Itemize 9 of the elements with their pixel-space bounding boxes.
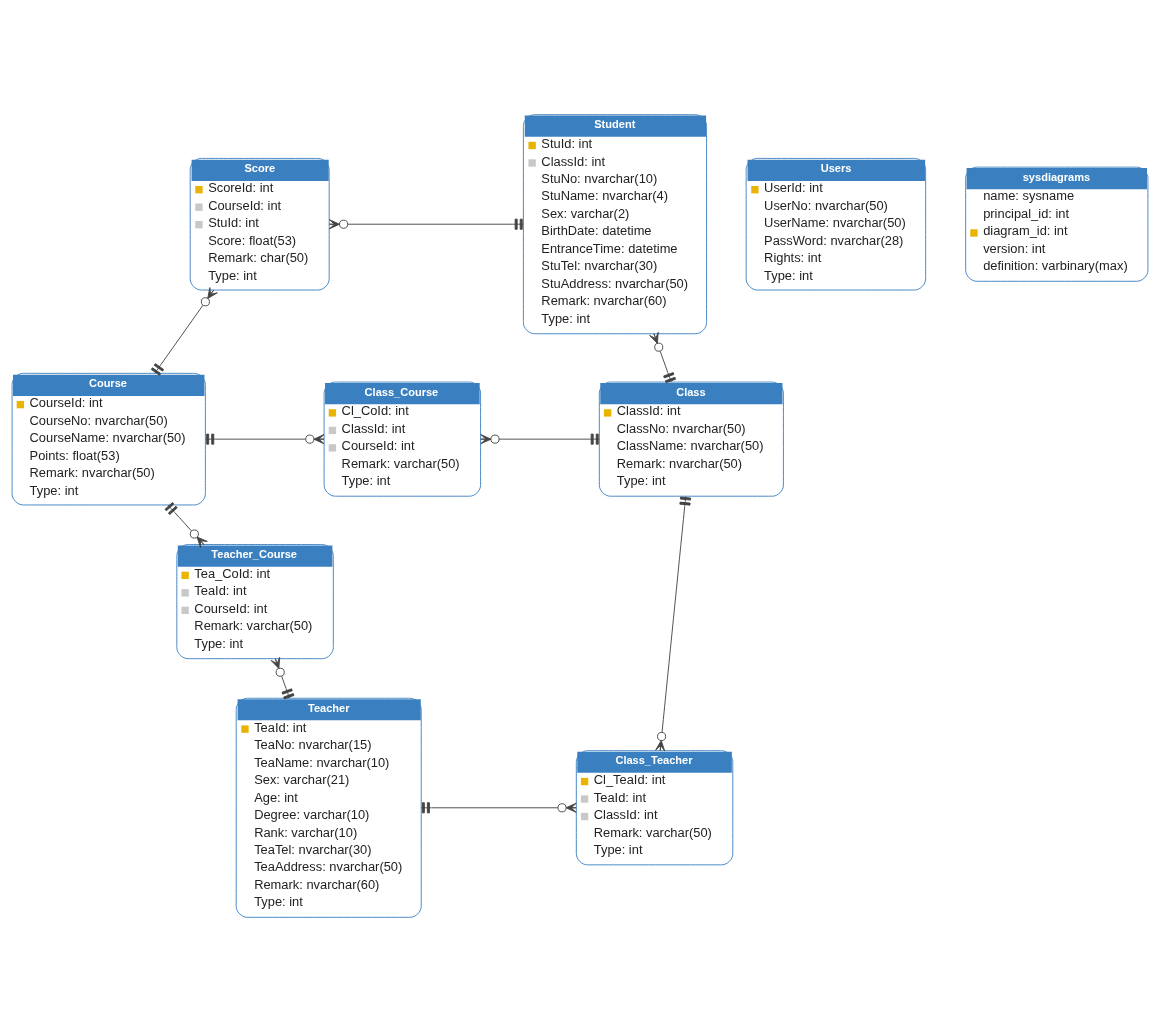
connector — [205, 433, 325, 445]
connector — [649, 331, 677, 383]
connector — [270, 656, 295, 699]
connector — [655, 495, 692, 751]
connector — [164, 501, 208, 548]
connector — [328, 218, 524, 230]
connector — [480, 433, 600, 445]
connector — [420, 801, 577, 813]
connector — [150, 286, 218, 376]
